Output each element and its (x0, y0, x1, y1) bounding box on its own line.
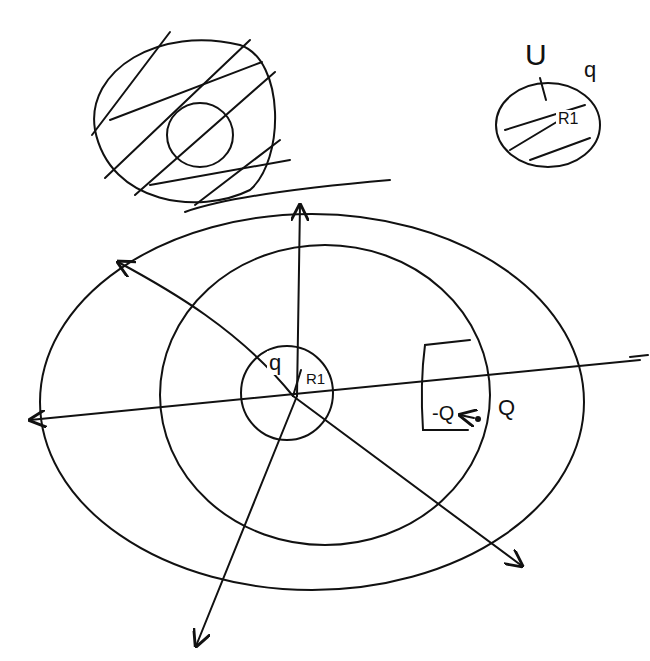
middle-shell (160, 245, 490, 545)
sphere-circle (241, 346, 333, 440)
hatching (92, 32, 290, 205)
axis-mark (630, 355, 648, 357)
diagonal-axis (293, 396, 522, 566)
hatch-line (505, 105, 585, 130)
y-axis (196, 396, 297, 646)
charge-arrow (460, 415, 474, 418)
charged-sphere: qR1 (240, 345, 340, 445)
charge-label: Q (496, 396, 517, 420)
charge-dot (475, 416, 481, 422)
charged-sphere: UqR1 (490, 30, 620, 172)
outer-shell (40, 214, 584, 590)
z-axis (297, 205, 300, 396)
symbol-label: q (267, 351, 283, 375)
leader-line (540, 78, 546, 100)
scribble-curve (185, 180, 390, 212)
symbol-label: q (582, 58, 598, 82)
hatch-line (510, 120, 560, 150)
field-arrow (118, 262, 293, 396)
symbol-label: U (523, 38, 549, 71)
sphere-outline (490, 30, 620, 172)
sphere-outline (240, 345, 340, 445)
sphere-circle (496, 83, 600, 167)
hatch-line (530, 138, 590, 160)
charge-label: -Q (430, 402, 456, 424)
symbol-label: R1 (304, 371, 327, 388)
radius-arrow (293, 370, 301, 396)
x-axis (30, 360, 640, 420)
symbol-label: R1 (556, 110, 580, 128)
